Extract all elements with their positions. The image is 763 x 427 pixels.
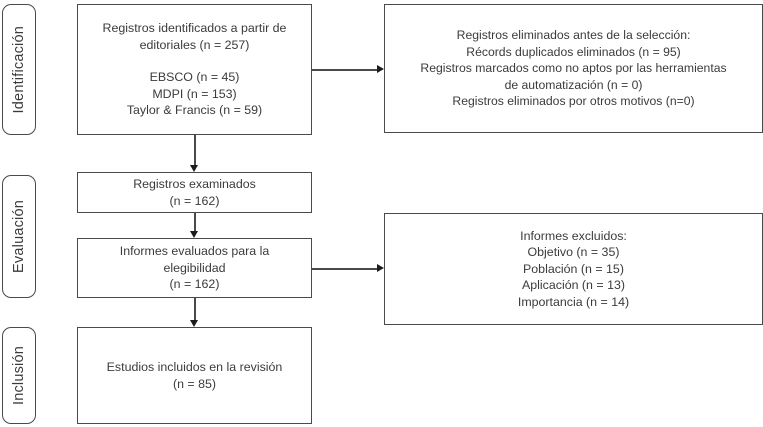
box-reports-eligibility-count: (n = 162) xyxy=(169,277,220,292)
box-studies-included: Estudios incluidos en la revisión (n = 8… xyxy=(77,327,312,424)
connector-identified-to-screened xyxy=(194,135,196,165)
box-studies-included-count: (n = 85) xyxy=(172,376,217,391)
phase-label-identificacion: Identificación xyxy=(2,4,36,135)
arrowhead-eligibility-to-included xyxy=(190,320,198,327)
phase-label-inclusion-text: Inclusión xyxy=(10,345,27,406)
phase-label-evaluacion: Evaluación xyxy=(2,175,36,298)
box-records-identified: Registros identificados a partir de edit… xyxy=(77,4,312,135)
box-records-identified-line-1: Registros identificados a partir de xyxy=(102,21,287,36)
phase-label-identificacion-text: Identificación xyxy=(10,25,27,114)
box-removed-automation-1: Registros marcados como no aptos por las… xyxy=(420,61,727,76)
phase-label-inclusion: Inclusión xyxy=(2,327,36,424)
box-removed-other-reasons: Registros eliminados por otros motivos (… xyxy=(452,94,695,109)
box-records-removed-before-screening: Registros eliminados antes de la selecci… xyxy=(384,4,763,133)
box-reports-excluded-heading: Informes excluidos: xyxy=(520,228,627,243)
connector-eligibility-to-excluded xyxy=(312,268,377,270)
box-reports-eligibility-line-2: elegibilidad xyxy=(163,260,226,275)
connector-screened-to-eligibility xyxy=(194,213,196,231)
box-removed-heading: Registros eliminados antes de la selecci… xyxy=(456,28,691,43)
box-reports-excluded-aplicacion: Aplicación (n = 13) xyxy=(522,278,625,293)
box-reports-excluded: Informes excluidos: Objetivo (n = 35) Po… xyxy=(384,213,763,325)
arrowhead-identified-to-removed xyxy=(377,65,384,73)
box-studies-included-label: Estudios incluidos en la revisión xyxy=(106,360,283,374)
box-reports-excluded-objetivo: Objetivo (n = 35) xyxy=(527,245,620,260)
connector-eligibility-to-included xyxy=(194,298,196,320)
box-reports-excluded-importancia: Importancia (n = 14) xyxy=(517,294,630,309)
arrowhead-identified-to-screened xyxy=(190,165,198,172)
arrowhead-eligibility-to-excluded xyxy=(377,264,384,272)
box-records-screened: Registros examinados (n = 162) xyxy=(77,172,312,213)
box-records-identified-source-taylor-francis: Taylor & Francis (n = 59) xyxy=(126,103,263,118)
box-records-identified-source-mdpi: MDPI (n = 153) xyxy=(152,86,237,101)
box-records-identified-line-2: editoriales (n = 257) xyxy=(139,37,250,52)
box-records-screened-label: Registros examinados xyxy=(133,177,256,191)
box-reports-excluded-poblacion: Población (n = 15) xyxy=(523,261,624,276)
box-reports-eligibility: Informes evaluados para la elegibilidad … xyxy=(77,238,312,298)
phase-label-evaluacion-text: Evaluación xyxy=(10,200,27,273)
box-removed-automation-2: de automatización (n = 0) xyxy=(504,77,643,92)
connector-identified-to-removed xyxy=(312,69,377,71)
box-records-identified-source-ebsco: EBSCO (n = 45) xyxy=(149,70,240,85)
box-removed-duplicates: Récords duplicados eliminados (n = 95) xyxy=(466,44,681,59)
box-records-screened-count: (n = 162) xyxy=(169,193,220,208)
box-reports-eligibility-line-1: Informes evaluados para la xyxy=(119,244,270,259)
arrowhead-screened-to-eligibility xyxy=(190,231,198,238)
